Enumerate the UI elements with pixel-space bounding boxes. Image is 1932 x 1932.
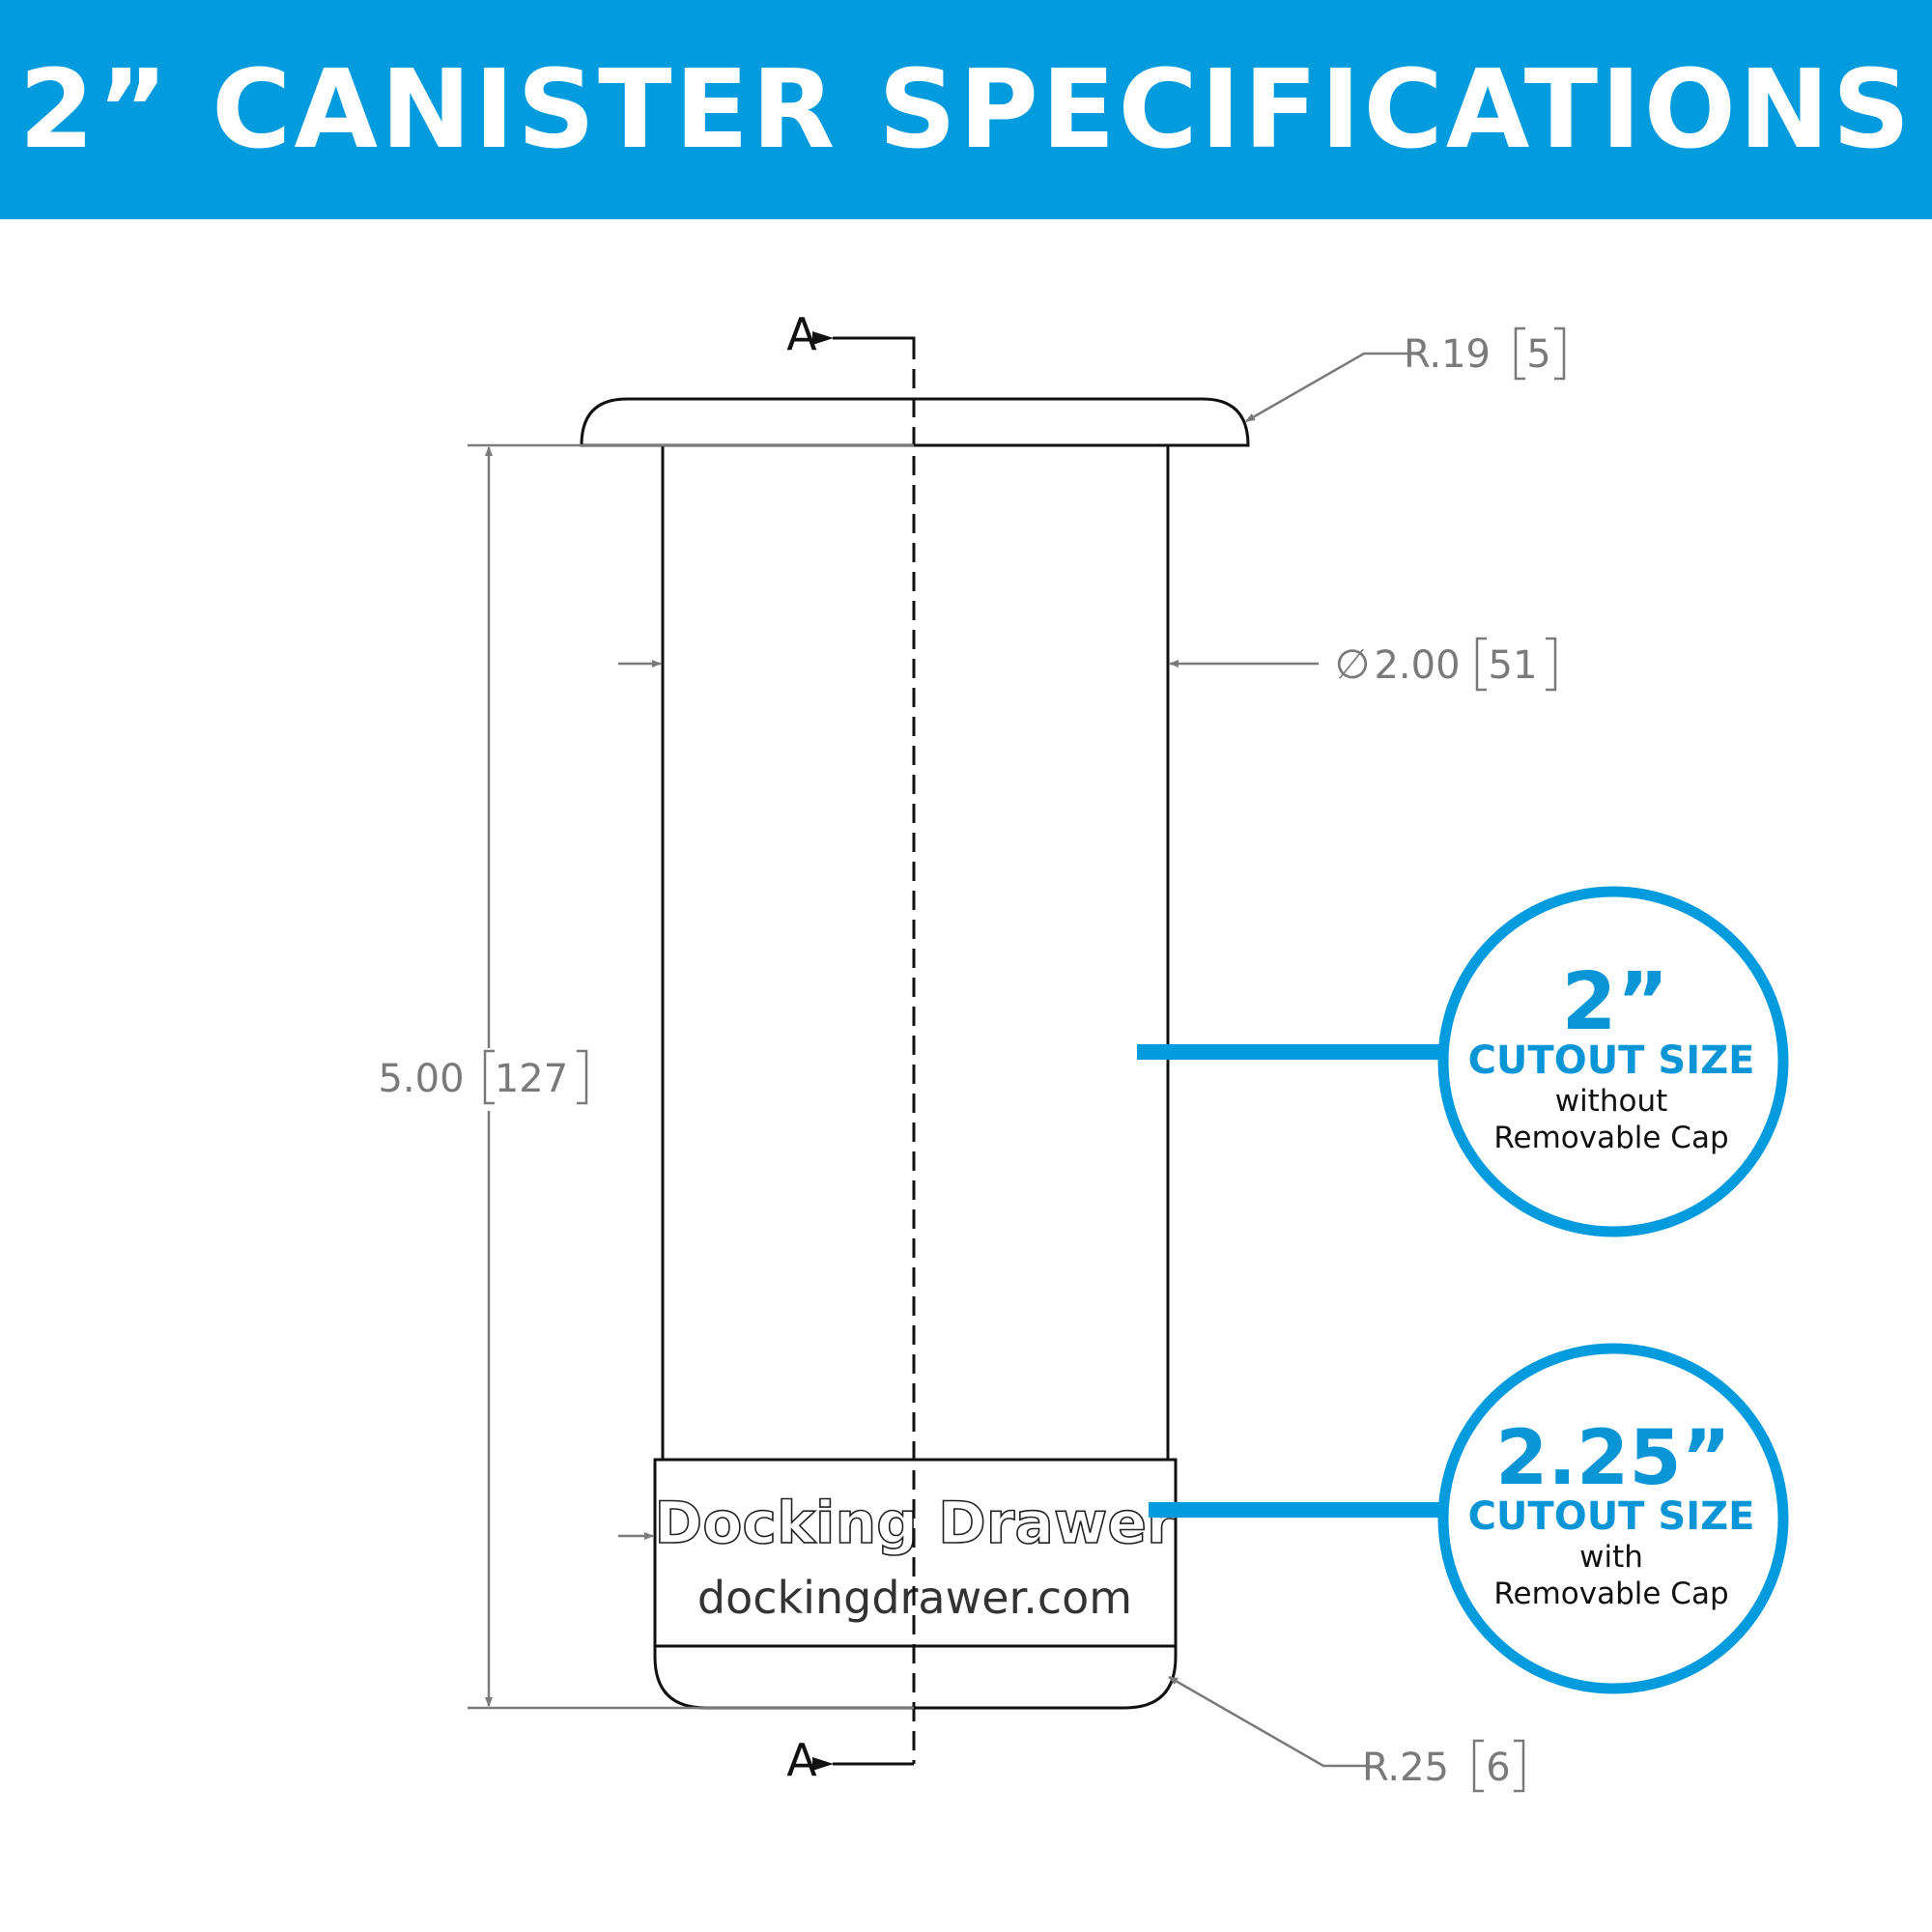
height-dimension: 5.00 127 [378, 443, 914, 1710]
height-metric: 127 [495, 1057, 568, 1101]
top-radius-metric: 5 [1526, 332, 1550, 377]
canister-flange [580, 397, 1250, 447]
page-title: 2” CANISTER SPECIFICATIONS [18, 46, 1914, 173]
badge-2-line1: with [1579, 1540, 1643, 1575]
badge-2-size: 2.25” [1495, 1415, 1731, 1502]
height-value: 5.00 [378, 1057, 464, 1101]
top-radius-dimension: R.19 5 [1245, 327, 1566, 423]
badge-1-title: CUTOUT SIZE [1468, 1038, 1755, 1083]
bottom-radius-dimension: R.25 6 [1168, 1675, 1525, 1793]
cutout-badge-without-cap: 2” CUTOUT SIZE without Removable Cap [1437, 886, 1789, 1237]
bottom-radius-value: R.25 [1362, 1746, 1449, 1790]
badge-1-size: 2” [1562, 956, 1669, 1048]
cutout-badge-with-cap: 2.25” CUTOUT SIZE with Removable Cap [1437, 1343, 1789, 1694]
title-banner: 2” CANISTER SPECIFICATIONS [0, 0, 1932, 219]
diameter-value: 2.00 [1374, 643, 1460, 688]
diameter-metric: 51 [1489, 643, 1538, 688]
badge-2-line2: Removable Cap [1493, 1577, 1728, 1611]
badge-1-line1: without [1555, 1084, 1668, 1119]
badge-1-line2: Removable Cap [1493, 1121, 1728, 1155]
section-mark-bottom: A [786, 1734, 817, 1786]
top-radius-value: R.19 [1404, 332, 1491, 377]
diameter-dimension: ∅ 2.00 51 [618, 637, 1557, 1540]
section-mark-top: A [786, 308, 817, 360]
badge-2-title: CUTOUT SIZE [1468, 1494, 1755, 1539]
diameter-symbol: ∅ [1335, 640, 1371, 688]
bottom-radius-metric: 6 [1486, 1746, 1510, 1790]
section-arrow-top [812, 331, 916, 345]
